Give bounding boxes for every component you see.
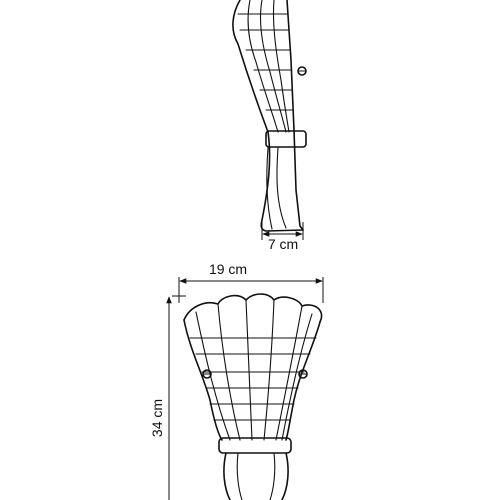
front-view-collar [218,437,292,454]
front-view-scalloped-rim [183,293,323,323]
side-view: 7 cm [232,0,307,252]
front-view-body-right-edge [285,321,321,441]
front-view-stem-left [223,452,231,500]
front-view: 19 cm 34 cm [149,261,324,500]
front-view-body-left-edge [183,319,223,441]
height-dimension-label: 34 cm [149,399,165,437]
side-view-ridge-3 [272,0,290,133]
depth-dimension-label: 7 cm [268,236,298,252]
front-view-rib-2 [217,303,241,441]
front-view-rib-3 [245,299,253,441]
side-view-back-edge [286,0,304,231]
side-view-ridge-2 [259,0,287,133]
front-view-stem-rib-2 [269,452,276,500]
front-view-rib-6 [281,313,313,441]
front-view-rib-4 [263,299,275,441]
side-view-collar [265,130,307,148]
front-view-stem-right [281,452,289,500]
side-view-ridge-5 [266,147,273,230]
width-dimension-label: 19 cm [209,261,247,277]
side-view-ridge-1 [247,0,279,133]
side-view-ridge-4 [276,147,287,229]
front-view-rib-5 [275,305,303,441]
side-view-front-profile [232,0,304,232]
front-view-stem-rib-1 [236,452,243,500]
